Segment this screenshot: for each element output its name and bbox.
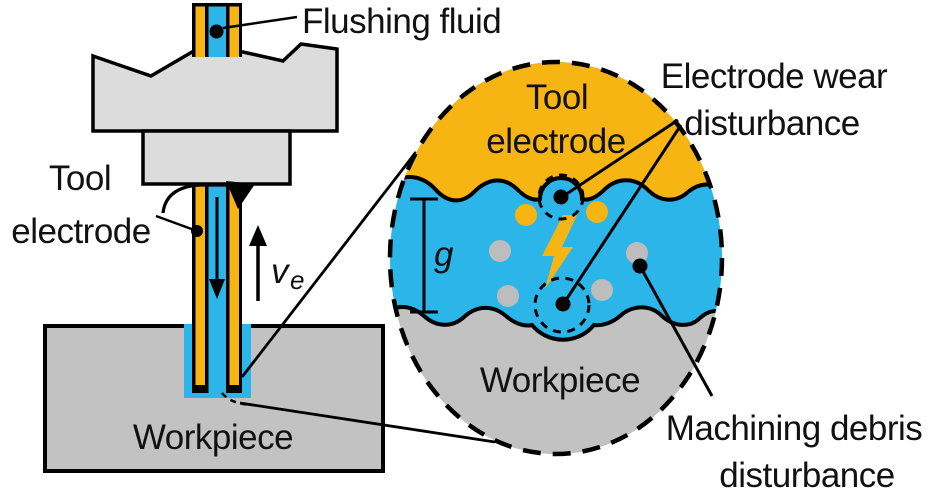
workpiece-label: Workpiece xyxy=(133,418,293,457)
electrode-debris-dot xyxy=(586,201,608,223)
electrode-wear-label-line2: disturbance xyxy=(684,104,859,143)
tool-electrode-label-line2: electrode xyxy=(11,212,150,251)
machining-debris-dot xyxy=(591,279,613,301)
tube-wall-left xyxy=(195,182,205,385)
zoom-workpiece-label: Workpiece xyxy=(480,361,640,400)
zoom-tool-label-line2: electrode xyxy=(486,122,625,161)
machining-debris-label-line2: disturbance xyxy=(719,456,894,492)
workpiece-surface-outline xyxy=(390,305,722,342)
machining-debris-label-line1: Machining debris xyxy=(666,409,923,448)
machining-debris-anchor-dot xyxy=(632,258,648,274)
electrode-wear-leader-line xyxy=(562,124,683,304)
machine-schematic: v e Flushing fluid Tool electrode Workpi… xyxy=(11,2,502,473)
tool-electrode-leader-line xyxy=(155,214,198,233)
machining-debris-leader-line xyxy=(638,265,714,397)
electrode-wear-label-line1: Electrode wear xyxy=(661,57,888,96)
workpiece-crater-anchor-dot xyxy=(555,296,571,312)
zoom-connector-lower xyxy=(239,401,496,444)
rotation-arrow-icon xyxy=(161,181,255,214)
electrode-debris-dot xyxy=(515,204,537,226)
zoom-connector-upper xyxy=(240,151,418,378)
up-arrow-icon xyxy=(249,225,267,301)
machine-head-collet xyxy=(141,129,292,186)
gap-symbol-label: g xyxy=(434,235,454,274)
zoom-ellipse-border xyxy=(387,59,725,457)
tool-electrode-label-line1: Tool xyxy=(49,159,111,198)
magnifier-connectors xyxy=(221,151,496,444)
lightning-bolt-icon xyxy=(542,215,577,289)
electrode-surface-outline xyxy=(390,175,722,203)
tube-wall-right xyxy=(229,182,239,385)
workpiece-crater-circle xyxy=(533,276,591,334)
electrode-crater-circle xyxy=(537,173,585,221)
feed-rate-symbol: v xyxy=(271,252,291,291)
gap-dimension xyxy=(410,197,438,314)
down-arrow-icon xyxy=(209,197,225,299)
machining-debris-dot xyxy=(626,242,648,264)
flushing-fluid-anchor-dot xyxy=(209,24,224,39)
machining-debris-dot xyxy=(497,285,519,307)
feed-rate-subscript: e xyxy=(290,265,304,295)
zoom-tool-label-line1: Tool xyxy=(526,78,588,117)
electrode-crater-anchor-dot xyxy=(553,189,569,205)
zoom-view: g Tool electrode Workpiece xyxy=(387,59,725,457)
machine-head-block xyxy=(91,42,339,133)
flushing-fluid-label: Flushing fluid xyxy=(302,2,501,41)
flushing-fluid-leader-line xyxy=(222,15,298,30)
tube-wall-right-top xyxy=(229,6,239,57)
zoom-region-dashed-mark xyxy=(221,392,253,407)
tube-wall-left-top xyxy=(195,6,205,57)
electrode-wear-leader-line xyxy=(561,118,679,199)
machining-debris-dot xyxy=(489,240,511,262)
